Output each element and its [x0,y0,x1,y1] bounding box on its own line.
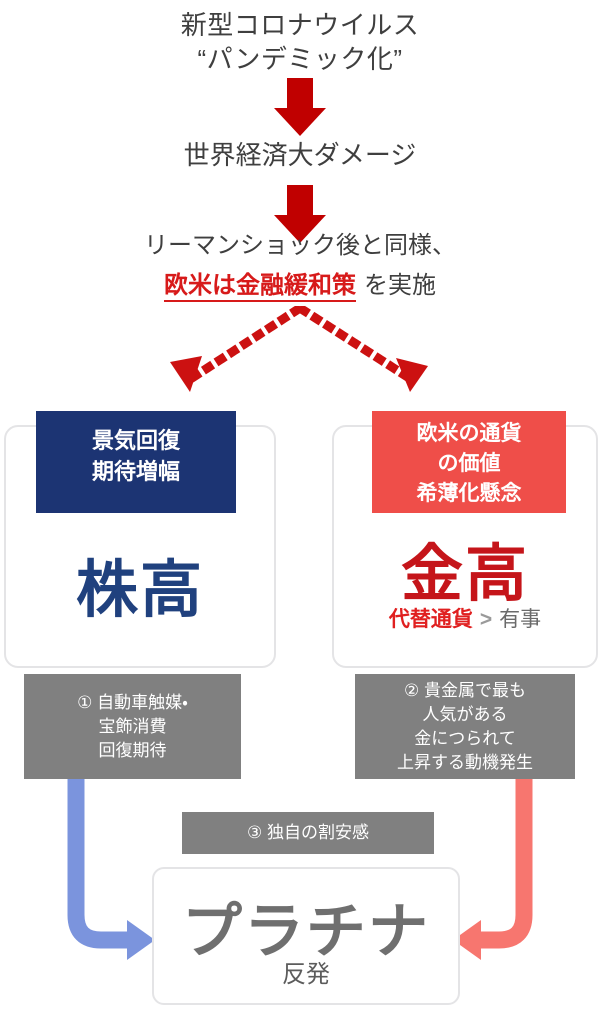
red-curved-arrow-path [478,678,533,949]
down-arrow-2-stem [287,185,313,218]
down-arrow-2-icon [274,185,326,243]
down-arrow-1-stem [287,78,313,111]
blue-arrowhead [127,920,155,960]
dotted-line-right [296,306,413,383]
red-arrowhead [453,920,481,960]
result-card: プラチナ 反発 [152,867,460,1005]
blue-curved-arrow-path [67,678,130,949]
dotted-branch-arrows-icon [170,306,428,392]
left-card-tag-line1: 景気回復 [91,428,180,453]
reason-box-2-line4: 上昇する動機発生 [397,752,533,772]
stage1-title-line2: “パンデミック化” [197,44,403,74]
right-card-tag-line2: の価値 [437,452,501,475]
result-card-headline: プラチナ [182,898,430,965]
stage3-highlight: 欧米は金融緩和策 [164,272,356,302]
stage3-line1: リーマンショック後と同様、 [144,232,456,259]
reason-box-1-line2: 宝飾消費 [98,716,167,736]
stage1-title-line1: 新型コロナウイルス [180,10,420,40]
down-arrow-2-head [274,215,326,243]
left-card-headline: 株高 [75,556,204,625]
right-card-subline: 代替通貨 > 有事 [334,603,596,633]
left-card-tag-line2: 期待増幅 [91,459,180,484]
reason-box-2-line3: 金につられて [414,728,516,748]
down-arrow-1-head [274,108,326,136]
stage2-text: 世界経済大ダメージ [183,140,417,170]
right-card-sub-left: 代替通貨 [388,608,473,631]
dotted-arrowhead-right [396,358,428,392]
right-card-tag: 欧米の通貨 の価値 希薄化懸念 [372,411,566,513]
reason-box-2-line2: 人気がある [422,704,508,724]
reason-box-2-line1: ② 貴金属で最も [404,680,526,700]
left-card-tag: 景気回復 期待増幅 [36,411,236,513]
reason-box-3-line1: ③ 独自の割安感 [247,823,369,842]
right-card-tag-line3: 希薄化懸念 [416,482,522,505]
stage3-line2: 欧米は金融緩和策を実施 [0,268,600,304]
down-arrow-1-icon [274,78,326,136]
reason-box-1-line1: ① 自動車触媒・ [77,692,188,712]
result-card-subtitle: 反発 [282,961,330,988]
stage1-title: 新型コロナウイルス “パンデミック化” [0,8,600,76]
stage3-suffix: を実施 [364,272,436,299]
dotted-line-left [185,306,304,385]
right-card-tag-line1: 欧米の通貨 [416,422,522,445]
dotted-arrowhead-left [170,356,202,392]
reason-box-3: ③ 独自の割安感 [182,812,434,854]
reason-box-1: ① 自動車触媒・ 宝飾消費 回復期待 [24,674,241,779]
right-card-sub-right: 有事 [499,608,542,631]
right-card-sub-operator: > [479,608,493,631]
right-card-headline: 金高 [400,540,529,609]
reason-box-2: ② 貴金属で最も 人気がある 金につられて 上昇する動機発生 [355,674,575,779]
reason-box-1-line3: 回復期待 [98,740,167,760]
